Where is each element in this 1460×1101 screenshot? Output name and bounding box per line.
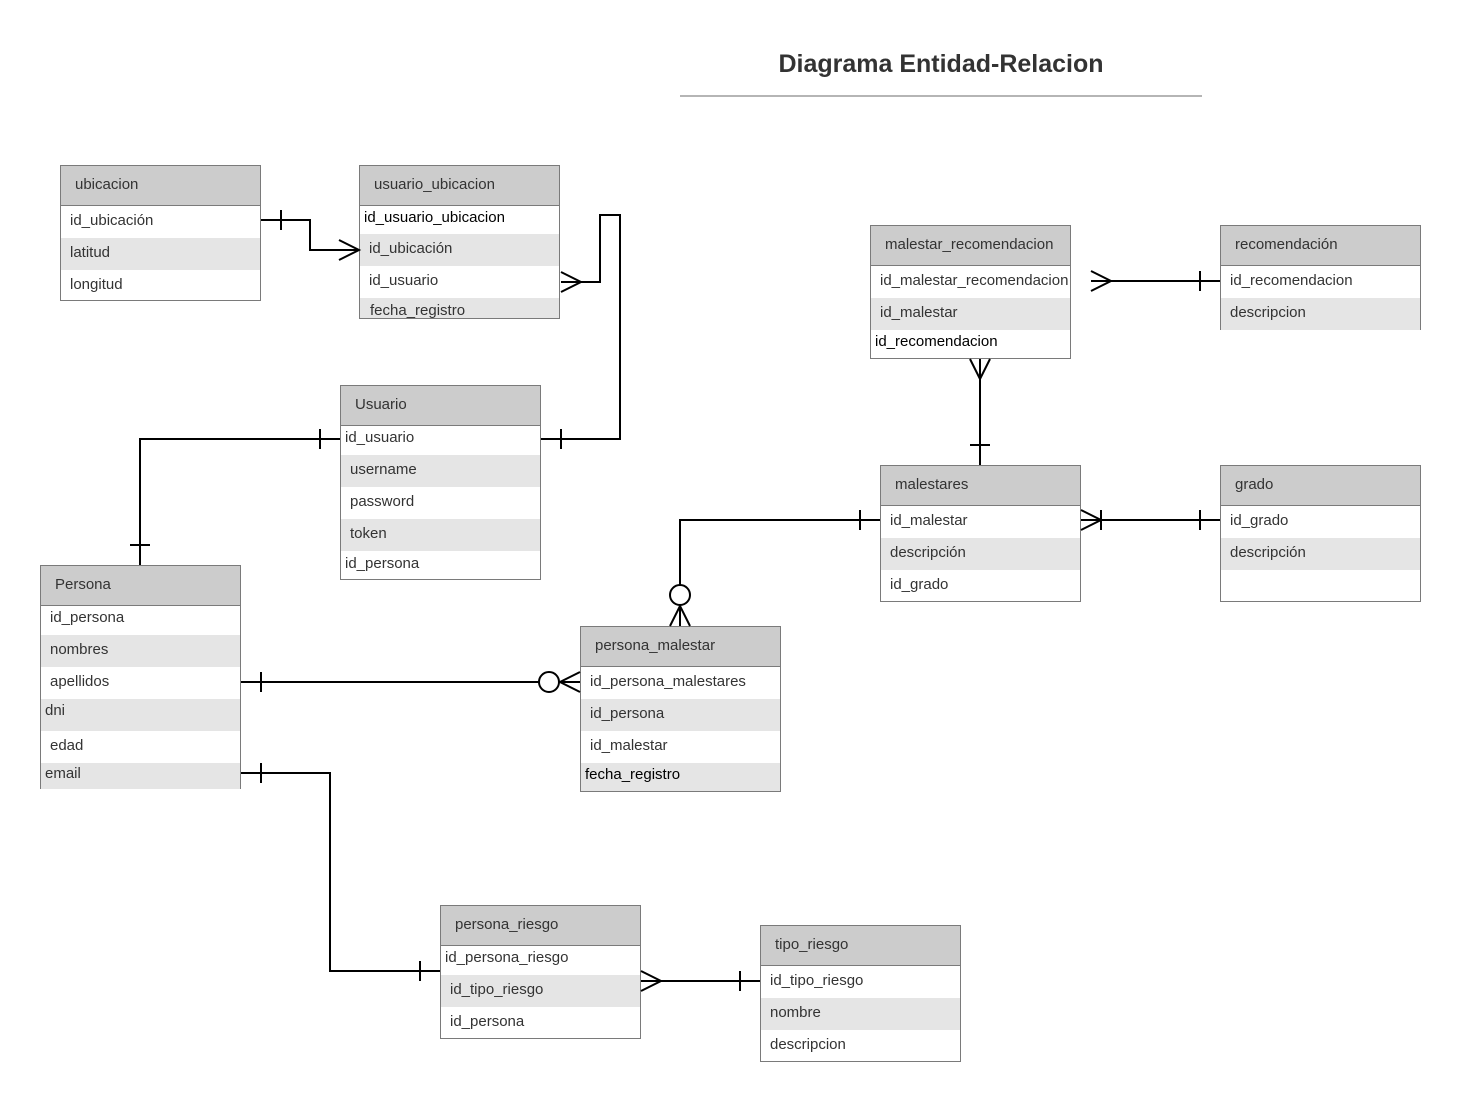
relation-malestares-persona-malestar (669, 510, 880, 627)
field-row: longitud (70, 276, 123, 293)
field-row: descripción (881, 538, 1080, 570)
field-row: id_persona_malestares (590, 673, 746, 690)
entity-malestares[interactable]: malestares id_malestar descripción id_gr… (880, 465, 1081, 602)
cardinality-many-mark (669, 603, 691, 627)
entity-persona[interactable]: Persona id_persona nombres apellidos dni… (40, 565, 241, 789)
relation-usuario-usuario-ubicacion (541, 214, 621, 449)
cardinality-many-mark (338, 239, 362, 261)
diagram-title: Diagrama Entidad-Relacion (778, 50, 1104, 78)
connector-line (261, 219, 359, 251)
entity-persona-malestar[interactable]: persona_malestar id_persona_malestares i… (580, 626, 781, 792)
connector-line (241, 772, 440, 972)
field-row: id_persona (581, 699, 780, 731)
entity-header: malestar_recomendacion (871, 226, 1070, 266)
entity-malestar-recomendacion[interactable]: malestar_recomendacion id_malestar_recom… (870, 225, 1071, 359)
field-row: id_malestar (590, 737, 668, 754)
field-row: username (341, 455, 540, 487)
entity-header: tipo_riesgo (761, 926, 960, 966)
cardinality-zero-mark (538, 671, 560, 693)
relation-malestares-malestar-recomendacion (969, 358, 991, 465)
field-row: id_persona_riesgo (445, 949, 569, 966)
entity-header: Usuario (341, 386, 540, 426)
field-row: id_usuario (369, 272, 439, 289)
relation-tipo-riesgo-persona-riesgo (640, 970, 760, 992)
entity-usuario[interactable]: Usuario id_usuario username password tok… (340, 385, 541, 580)
entity-header: persona_riesgo (441, 906, 640, 946)
entity-grado[interactable]: grado id_grado descripción (1220, 465, 1421, 602)
cardinality-many-mark (640, 970, 664, 992)
cardinality-many-mark (557, 671, 581, 693)
field-row: email (41, 763, 240, 789)
relation-ubicacion-usuario-ubicacion (261, 210, 362, 261)
cardinality-many-mark (1090, 270, 1114, 292)
field-row: id_usuario (345, 429, 415, 446)
cardinality-many-mark (560, 271, 584, 293)
field-row: id_recomendacion (1230, 272, 1353, 289)
entity-header: recomendación (1221, 226, 1420, 266)
entity-usuario-ubicacion[interactable]: usuario_ubicacion id_usuario_ubicacion i… (359, 165, 560, 319)
field-row: id_persona (450, 1013, 525, 1030)
field-row: id_malestar (890, 512, 968, 529)
title-underline (680, 95, 1202, 97)
field-row: dni (41, 699, 240, 731)
field-row: fecha_registro (581, 763, 780, 791)
relation-grado-malestares (1080, 509, 1220, 531)
field-row: descripcion (770, 1036, 846, 1053)
entity-recomendacion[interactable]: recomendación id_recomendacion descripci… (1220, 225, 1421, 330)
field-row: nombres (41, 635, 240, 667)
entity-header: grado (1221, 466, 1420, 506)
field-row: id_tipo_riesgo (441, 975, 640, 1007)
connector-line (541, 214, 621, 440)
field-row: id_usuario_ubicacion (364, 209, 505, 226)
field-row: id_tipo_riesgo (770, 972, 864, 989)
cardinality-zero-mark (669, 584, 691, 606)
relation-persona-persona-malestar (241, 671, 581, 693)
field-row: id_persona (345, 555, 420, 572)
field-row: id_recomendacion (875, 333, 998, 350)
field-row: token (341, 519, 540, 551)
relation-recomendacion-malestar-recomendacion (1090, 270, 1220, 292)
field-row: nombre (761, 998, 960, 1030)
entity-header: malestares (881, 466, 1080, 506)
entity-ubicacion[interactable]: ubicacion id_ubicación latitud longitud (60, 165, 261, 301)
cardinality-many-mark (1080, 509, 1104, 531)
field-row: apellidos (50, 673, 110, 690)
connector-line (139, 438, 340, 565)
entity-header: persona_malestar (581, 627, 780, 667)
field-row: descripcion (1221, 298, 1420, 330)
connector-line (679, 519, 880, 585)
cardinality-many-mark (969, 358, 991, 382)
field-row: latitud (61, 238, 260, 270)
entity-header: Persona (41, 566, 240, 606)
field-row: fecha_registro (360, 298, 559, 318)
field-row: id_malestar (871, 298, 1070, 330)
field-row: id_ubicación (360, 234, 559, 266)
entity-header: ubicacion (61, 166, 260, 206)
entity-tipo-riesgo[interactable]: tipo_riesgo id_tipo_riesgo nombre descri… (760, 925, 961, 1062)
entity-persona-riesgo[interactable]: persona_riesgo id_persona_riesgo id_tipo… (440, 905, 641, 1039)
relation-usuario-persona (130, 429, 340, 565)
entity-header: usuario_ubicacion (360, 166, 559, 206)
field-row: descripción (1221, 538, 1420, 570)
field-row: id_malestar_recomendacion (880, 272, 1069, 289)
relation-persona-persona-riesgo (241, 763, 440, 981)
field-row: id_grado (890, 576, 949, 593)
field-row: id_persona (50, 609, 125, 626)
field-row: password (350, 493, 415, 510)
field-row: edad (50, 737, 84, 754)
field-row: id_ubicación (70, 212, 154, 229)
field-row: id_grado (1230, 512, 1289, 529)
